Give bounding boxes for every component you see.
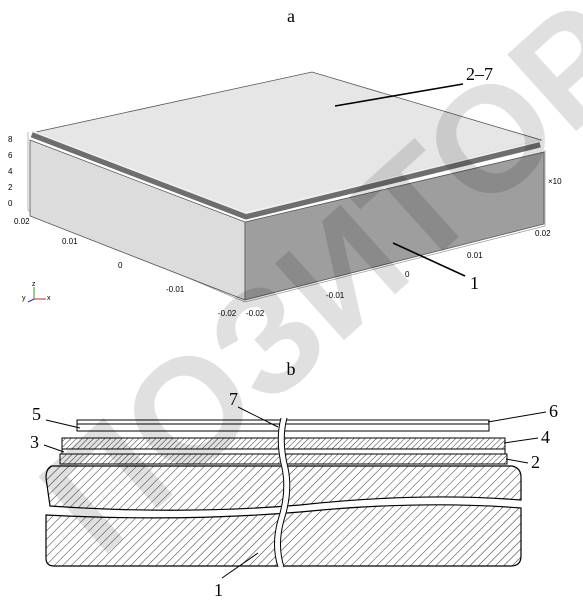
x-tick: 0 xyxy=(118,261,123,270)
y-tick: -0.02 xyxy=(246,309,265,318)
z-scale-factor: ×10 xyxy=(548,177,562,186)
callout-substrate: 1 xyxy=(470,273,479,293)
callout-top-layers: 2–7 xyxy=(466,64,493,84)
cross-section xyxy=(45,417,522,569)
layer-label-7: 7 xyxy=(229,389,238,409)
layer-labels: 5 3 7 6 4 2 1 xyxy=(30,389,558,600)
z-tick: 6 xyxy=(8,151,13,160)
slab-front-face xyxy=(244,151,545,301)
layer-label-6: 6 xyxy=(549,401,558,421)
callout-leader-top xyxy=(334,83,464,107)
y-axis-ticks: -0.02 -0.01 0 0.01 0.02 xyxy=(246,229,551,318)
layer-label-3: 3 xyxy=(30,432,39,452)
svg-text:z: z xyxy=(32,281,36,288)
x-tick: 0.02 xyxy=(14,217,30,226)
x-tick: -0.02 xyxy=(218,309,237,318)
y-tick: 0.01 xyxy=(467,251,483,260)
svg-text:x: x xyxy=(47,295,51,302)
y-tick: 0.02 xyxy=(535,229,551,238)
panel-b-label: b xyxy=(287,359,296,379)
x-tick: 0.01 xyxy=(62,237,78,246)
x-axis-ticks: 0.02 0.01 0 -0.01 -0.02 xyxy=(14,217,237,318)
panel-a-label: a xyxy=(287,6,295,26)
layer-label-5: 5 xyxy=(32,404,41,424)
layer-label-2: 2 xyxy=(531,452,540,472)
z-tick: 4 xyxy=(8,167,13,176)
slab-rim xyxy=(30,130,541,220)
z-tick: 0 xyxy=(8,199,13,208)
y-tick: -0.01 xyxy=(326,291,345,300)
z-tick: 2 xyxy=(8,183,13,192)
layer-1-lower xyxy=(45,504,522,567)
callout-leader-side xyxy=(392,242,466,277)
z-axis-ticks: 8 6 4 2 0 xyxy=(8,135,13,208)
layer-label-1: 1 xyxy=(214,580,223,600)
z-tick: 8 xyxy=(8,135,13,144)
crack xyxy=(274,417,291,569)
layer-label-4: 4 xyxy=(541,427,550,447)
axis-triad: y z x xyxy=(22,281,51,303)
x-tick: -0.01 xyxy=(166,285,185,294)
svg-text:y: y xyxy=(22,295,26,302)
y-tick: 0 xyxy=(405,270,410,279)
